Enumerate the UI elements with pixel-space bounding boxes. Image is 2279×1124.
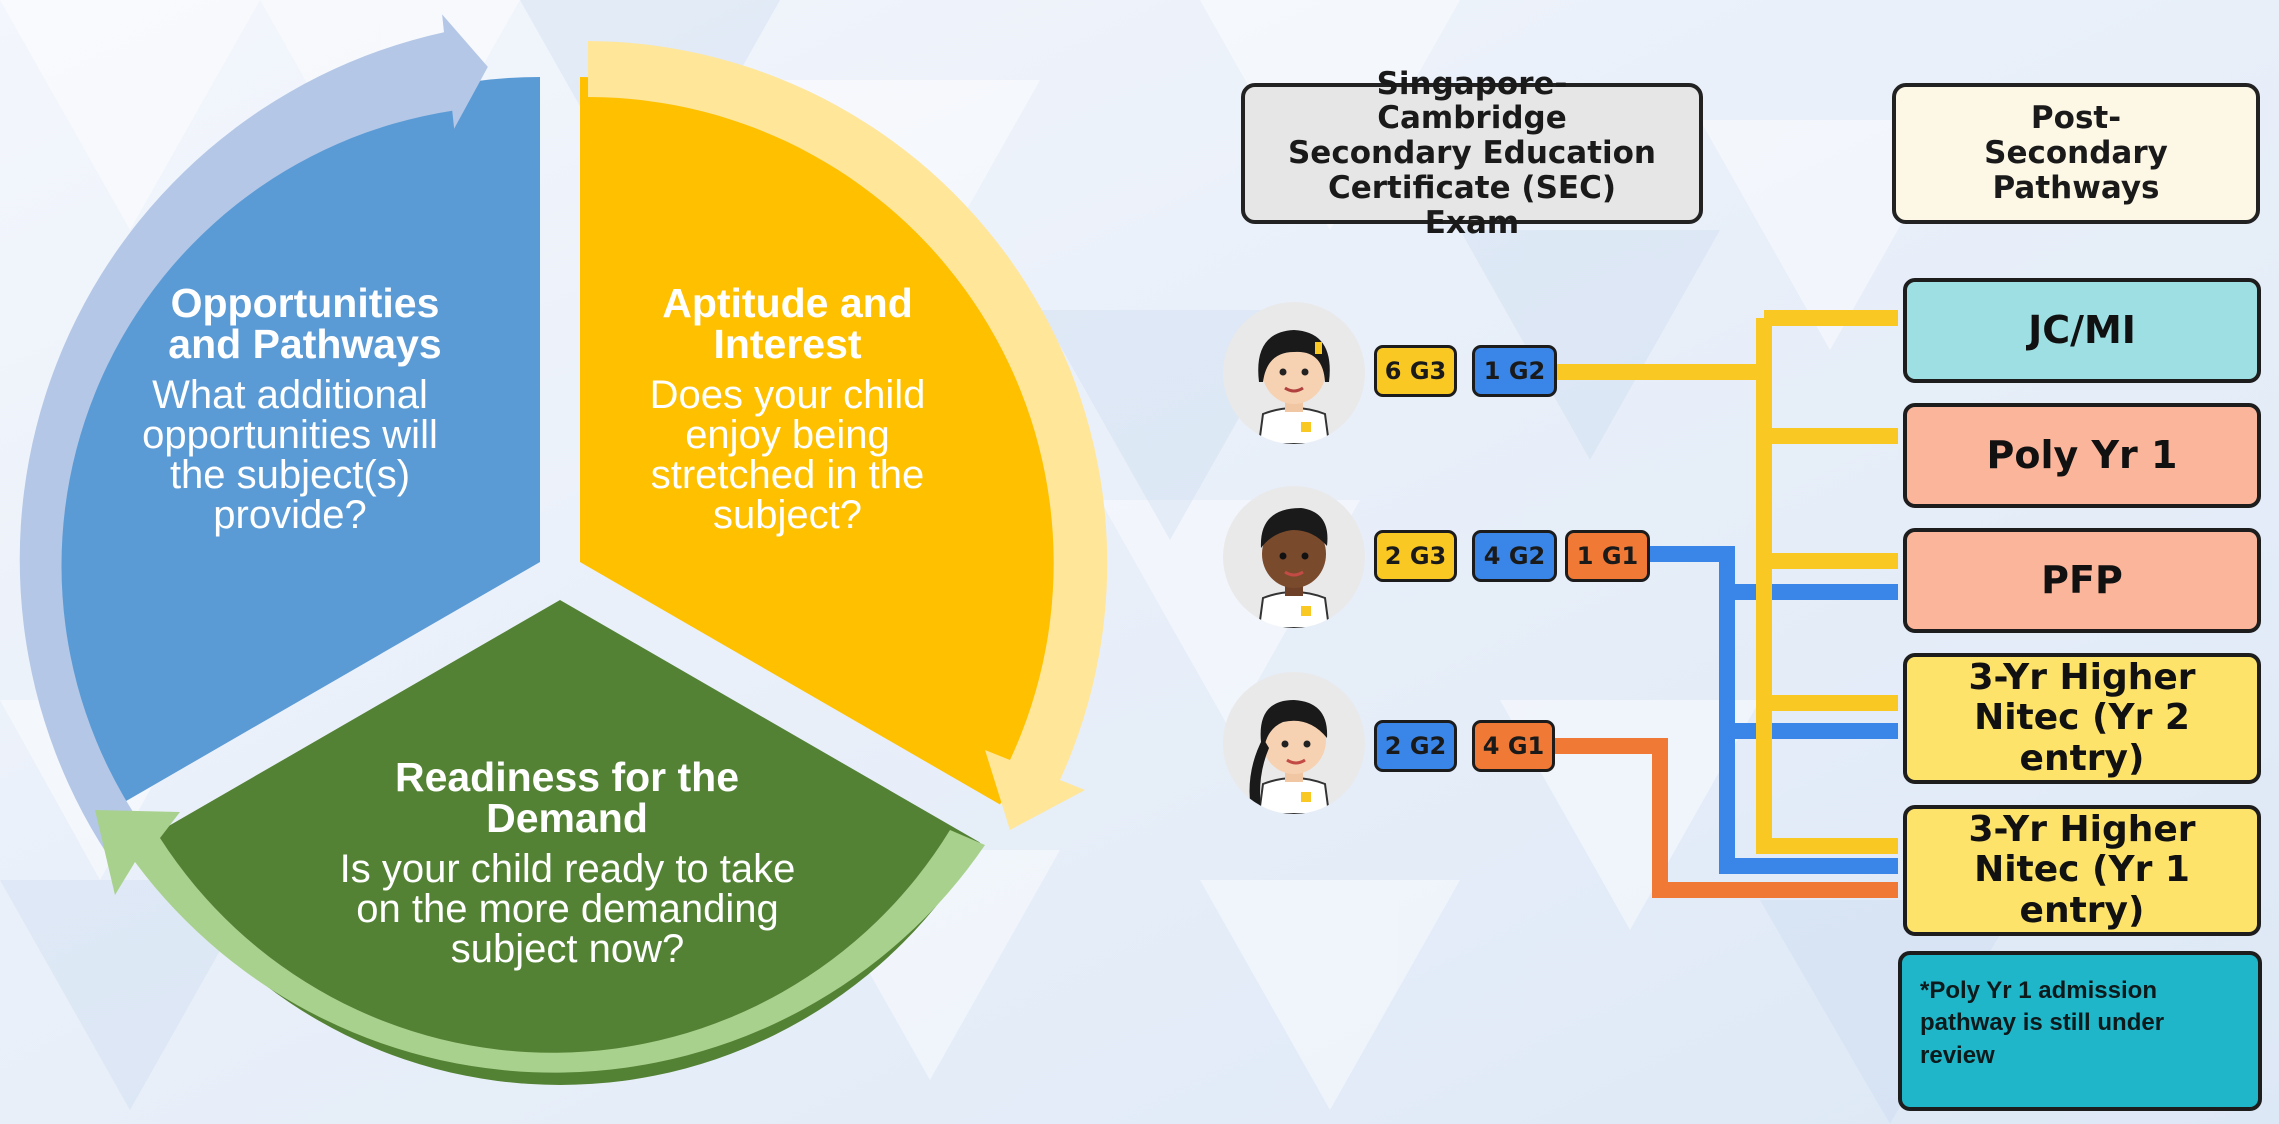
orange-line xyxy=(1555,738,1898,898)
pathway-poly-yr1: Poly Yr 1 xyxy=(1903,403,2261,508)
arrow-band-yellow xyxy=(588,41,1108,830)
segment-aptitude-title: Aptitude and Interest xyxy=(662,280,913,367)
segment-readiness-shape xyxy=(140,600,980,1085)
segment-aptitude-body: Does your child enjoy being stretched in… xyxy=(649,373,926,537)
arrow-band-blue xyxy=(19,14,488,870)
cycle-diagram xyxy=(19,14,1108,1085)
pathway-poly-yr1-label: Poly Yr 1 xyxy=(1986,433,2178,478)
blue-line xyxy=(1650,546,1898,874)
student-3-badge-2: 4 G1 xyxy=(1472,720,1555,772)
segment-aptitude: Aptitude and Interest Does your child en… xyxy=(615,280,960,537)
review-note-text: *Poly Yr 1 admission pathway is still un… xyxy=(1920,977,2165,1069)
student-1-badge-2: 1 G2 xyxy=(1472,345,1557,397)
pathway-nitec-yr1: 3-Yr Higher Nitec (Yr 1 entry) xyxy=(1903,805,2261,936)
girl-ponytail-avatar-icon xyxy=(1249,700,1331,814)
student-avatar-3 xyxy=(1223,672,1365,814)
segment-opportunities-title: Opportunities and Pathways xyxy=(168,280,442,367)
student-1-badge-1: 6 G3 xyxy=(1374,345,1457,397)
pathway-jc-mi-label: JC/MI xyxy=(2028,308,2136,353)
exam-header: Singapore-Cambridge Secondary Education … xyxy=(1241,66,1703,240)
segment-readiness-title: Readiness for the Demand xyxy=(394,754,740,841)
exam-header-text: Singapore-Cambridge Secondary Education … xyxy=(1287,65,1657,241)
student-avatar-1 xyxy=(1223,302,1365,444)
student-2-badge-2: 4 G2 xyxy=(1472,530,1557,582)
pathway-nitec-yr2: 3-Yr Higher Nitec (Yr 2 entry) xyxy=(1903,653,2261,784)
pathway-nitec-yr2-label: 3-Yr Higher Nitec (Yr 2 entry) xyxy=(1968,657,2196,779)
arrow-band-green xyxy=(95,810,985,1073)
pathway-pfp-label: PFP xyxy=(2041,558,2123,603)
girl-avatar-icon xyxy=(1257,330,1331,444)
segment-readiness-body: Is your child ready to take on the more … xyxy=(339,847,796,971)
pathways-header-text: Post-Secondary Pathways xyxy=(1984,100,2168,206)
pathways-header: Post-Secondary Pathways xyxy=(1892,83,2260,224)
student-3-badge-1: 2 G2 xyxy=(1374,720,1457,772)
student-avatar-2 xyxy=(1223,486,1365,628)
student-2-badge-3: 1 G1 xyxy=(1565,530,1650,582)
student-2-badge-1: 2 G3 xyxy=(1374,530,1457,582)
pathway-jc-mi: JC/MI xyxy=(1903,278,2261,383)
segment-opportunities-body: What additional opportunities will the s… xyxy=(142,373,438,537)
pathway-nitec-yr1-label: 3-Yr Higher Nitec (Yr 1 entry) xyxy=(1968,809,2196,931)
yellow-trunk xyxy=(1756,318,1898,854)
review-note: *Poly Yr 1 admission pathway is still un… xyxy=(1898,951,2262,1111)
boy-avatar-icon xyxy=(1257,508,1331,628)
segment-readiness: Readiness for the Demand Is your child r… xyxy=(320,754,815,971)
pathway-pfp: PFP xyxy=(1903,528,2261,633)
segment-opportunities: Opportunities and Pathways What addition… xyxy=(130,280,540,537)
